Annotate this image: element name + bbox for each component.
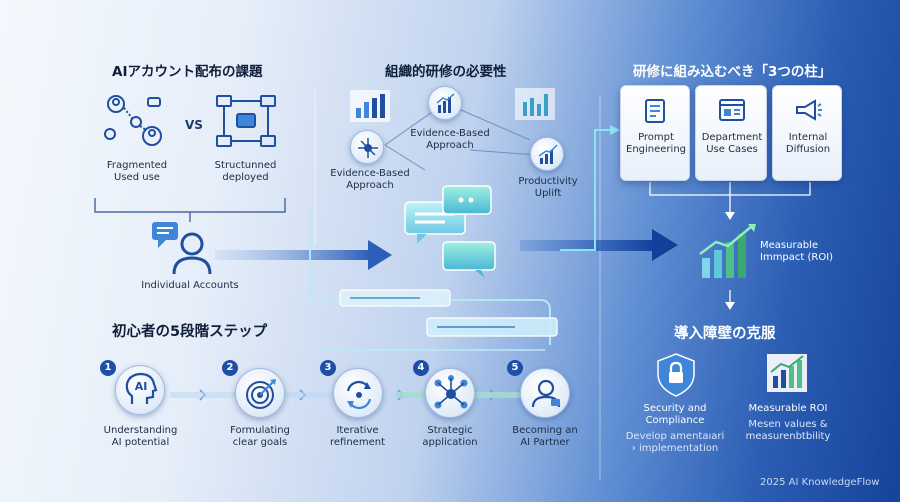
pillar-card-department: Department Use Cases xyxy=(695,85,767,181)
impact-chart-icon xyxy=(699,224,756,278)
step-number-3: 3 xyxy=(320,360,336,376)
roi-chart-icon xyxy=(767,354,807,392)
productivity-label: Productivity Uplift xyxy=(518,176,578,199)
security-title: Security and Compliance xyxy=(643,403,707,426)
fragmented-users-icon xyxy=(104,95,162,146)
cycle-icon xyxy=(346,380,372,410)
step-number-5: 5 xyxy=(507,360,523,376)
step-circle-4 xyxy=(425,368,475,418)
step-label-2: Formulating clear goals xyxy=(230,425,290,448)
evidence-left-label: Evidence-Based Approach xyxy=(330,168,410,191)
stats-chart-icon xyxy=(515,88,555,120)
impact-label: Measurable Immpact (ROI) xyxy=(760,240,834,263)
section3-title: 研修に組み込むべき「3つの柱」 xyxy=(633,64,832,80)
person-icon xyxy=(531,379,561,408)
chat-bubbles-illustration xyxy=(339,185,558,337)
document-icon xyxy=(645,99,665,123)
target-icon xyxy=(246,379,276,409)
network-icon xyxy=(434,375,468,409)
step-circle-1: AI xyxy=(115,365,165,415)
roi-title: Measurable ROI xyxy=(748,403,828,414)
pillar-label-prompt: Prompt Engineering xyxy=(626,132,686,155)
step-circle-2 xyxy=(235,368,285,418)
structured-label: Structunned deployed xyxy=(214,160,277,183)
step-label-1: Understanding AI potential xyxy=(103,425,178,448)
pillar-label-department: Department Use Cases xyxy=(701,132,763,155)
step-number-1: 1 xyxy=(100,360,116,376)
footer-copyright: 2025 AI KnowledgeFlow xyxy=(760,477,880,488)
security-shield-icon xyxy=(657,353,695,397)
step-circle-5 xyxy=(520,368,570,418)
bar-chart-icon xyxy=(350,90,390,122)
step-label-4: Strategic application xyxy=(422,425,478,448)
hub-network-icon xyxy=(358,138,378,158)
fragmented-label: Fragmented Used use xyxy=(106,160,168,183)
step-number-4: 4 xyxy=(413,360,429,376)
step-circle-3 xyxy=(333,368,383,418)
individual-account-icon xyxy=(152,222,212,275)
security-subtitle: Develop amentaıari › implementation xyxy=(625,431,725,454)
pillar-card-prompt: Prompt Engineering xyxy=(620,85,690,181)
section2-title: 組織的研修の必要性 xyxy=(385,64,507,80)
section4-title: 初心者の5段階ステップ xyxy=(112,324,268,340)
evidence-node-left xyxy=(350,130,384,164)
evidence-node-top xyxy=(428,86,462,120)
step-number-2: 2 xyxy=(222,360,238,376)
uplift-chart-icon xyxy=(538,144,558,164)
section5-title: 導入障壁の克服 xyxy=(674,326,776,342)
growth-chart-icon xyxy=(436,93,455,113)
evidence-center-label: Evidence-Based Approach xyxy=(410,128,490,151)
structured-network-icon xyxy=(216,95,276,147)
ai-text: AI xyxy=(135,380,148,393)
section1-title: AIアカウント配布の課題 xyxy=(112,64,263,80)
roi-subtitle: Mesen values & measurenbtbility xyxy=(745,419,831,442)
vs-label: VS xyxy=(185,118,203,132)
megaphone-icon xyxy=(796,99,822,121)
ai-head-icon: AI xyxy=(125,372,158,404)
productivity-node xyxy=(530,137,564,171)
pillar-label-diffusion: Internal Diffusion xyxy=(785,132,831,155)
browser-window-icon xyxy=(719,99,745,121)
step-label-3: Iterative refinement xyxy=(330,425,385,448)
pillar-card-diffusion: Internal Diffusion xyxy=(772,85,842,181)
step-label-5: Becoming an AI Partner xyxy=(512,425,578,448)
individual-accounts-label: Individual Accounts xyxy=(141,280,239,291)
